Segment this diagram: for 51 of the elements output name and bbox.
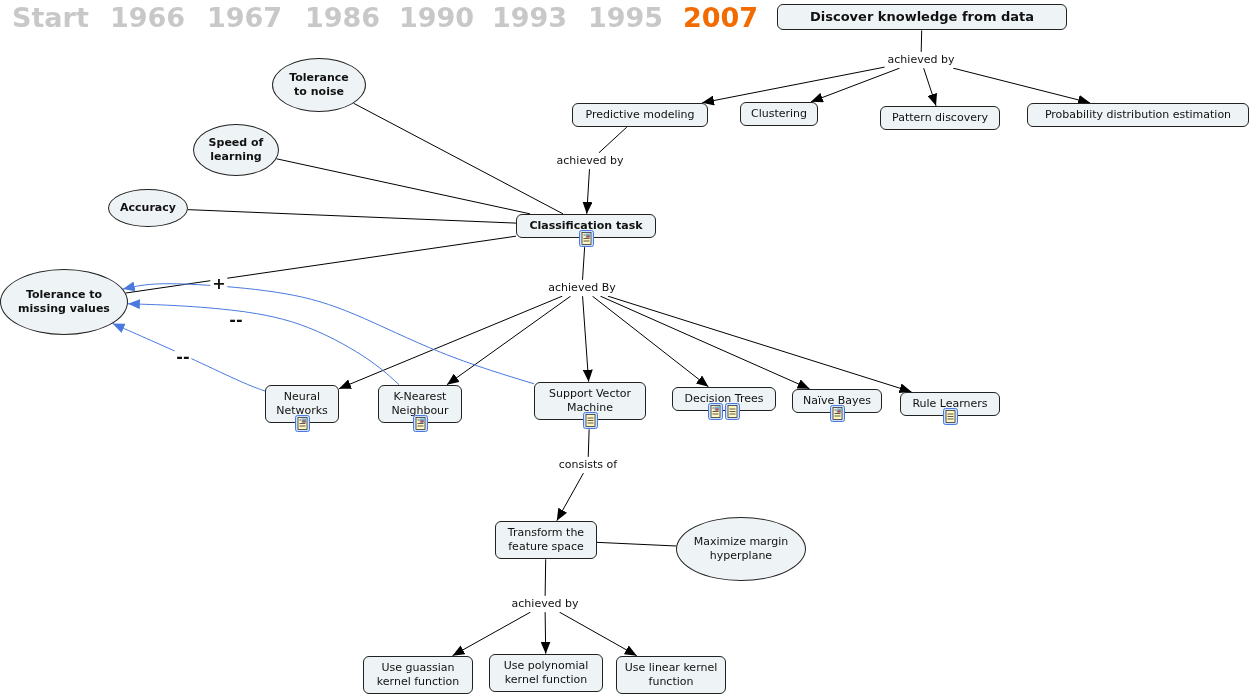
- arrow: [810, 67, 901, 103]
- concept-ellipse: Tolerance to missing values: [0, 269, 128, 335]
- concept-box: Predictive modeling: [572, 102, 708, 128]
- connector-line: [353, 102, 564, 215]
- concept-box: Clustering: [740, 101, 818, 127]
- arrow: [452, 611, 531, 657]
- connector-line: [582, 246, 586, 281]
- concept-box: Probability distribution estimation: [1027, 102, 1249, 128]
- connector-line: [920, 29, 923, 53]
- arrow: [582, 295, 593, 383]
- concept-box: Naïve Bayes: [792, 388, 882, 414]
- concept-box: Use guassian kernel function: [363, 655, 473, 695]
- connector-line: [587, 428, 590, 458]
- arrow: [446, 295, 572, 386]
- concept-box: Rule Learners: [900, 391, 1000, 417]
- concept-ellipse: Speed of learning: [193, 124, 279, 176]
- concept-box: Pattern discovery: [880, 105, 1000, 131]
- connector-line: [544, 558, 547, 597]
- connector-line: [275, 158, 531, 215]
- concept-box: Neural Networks: [265, 384, 339, 424]
- edge-label: +: [210, 276, 228, 292]
- arrow: [607, 295, 912, 393]
- connector-line: [125, 235, 517, 294]
- concept-box: Classification task: [516, 213, 656, 239]
- arrow: [923, 67, 938, 107]
- concept-box: Use polynomial kernel function: [489, 653, 603, 693]
- arrow: [582, 168, 593, 215]
- concept-ellipse: Accuracy: [108, 189, 188, 227]
- connector-line: [596, 541, 677, 547]
- arrow: [122, 281, 535, 385]
- concept-box: Decision Trees: [672, 386, 776, 412]
- connector-line: [598, 126, 628, 154]
- arrow: [127, 299, 400, 386]
- arrow: [952, 67, 1091, 105]
- arrow: [540, 611, 551, 655]
- concept-box: Discover knowledge from data: [777, 3, 1067, 31]
- concept-box: K-Nearest Neighbour: [378, 384, 462, 424]
- concept-box: Support Vector Machine: [534, 381, 646, 421]
- concept-ellipse: Tolerance to noise: [272, 58, 366, 112]
- concept-ellipse: Maximize margin hyperplane: [676, 517, 806, 581]
- arrow: [599, 295, 811, 390]
- concept-box: Use linear kernel function: [616, 655, 726, 695]
- arrow: [558, 611, 638, 657]
- concept-box: Transform the feature space: [495, 520, 597, 560]
- arrow: [338, 295, 563, 390]
- connector-line: [187, 209, 517, 224]
- arrow: [112, 322, 266, 392]
- arrow: [556, 472, 584, 522]
- arrow: [591, 295, 709, 388]
- arrow: [701, 66, 886, 106]
- timeline-year: 2007: [683, 2, 759, 33]
